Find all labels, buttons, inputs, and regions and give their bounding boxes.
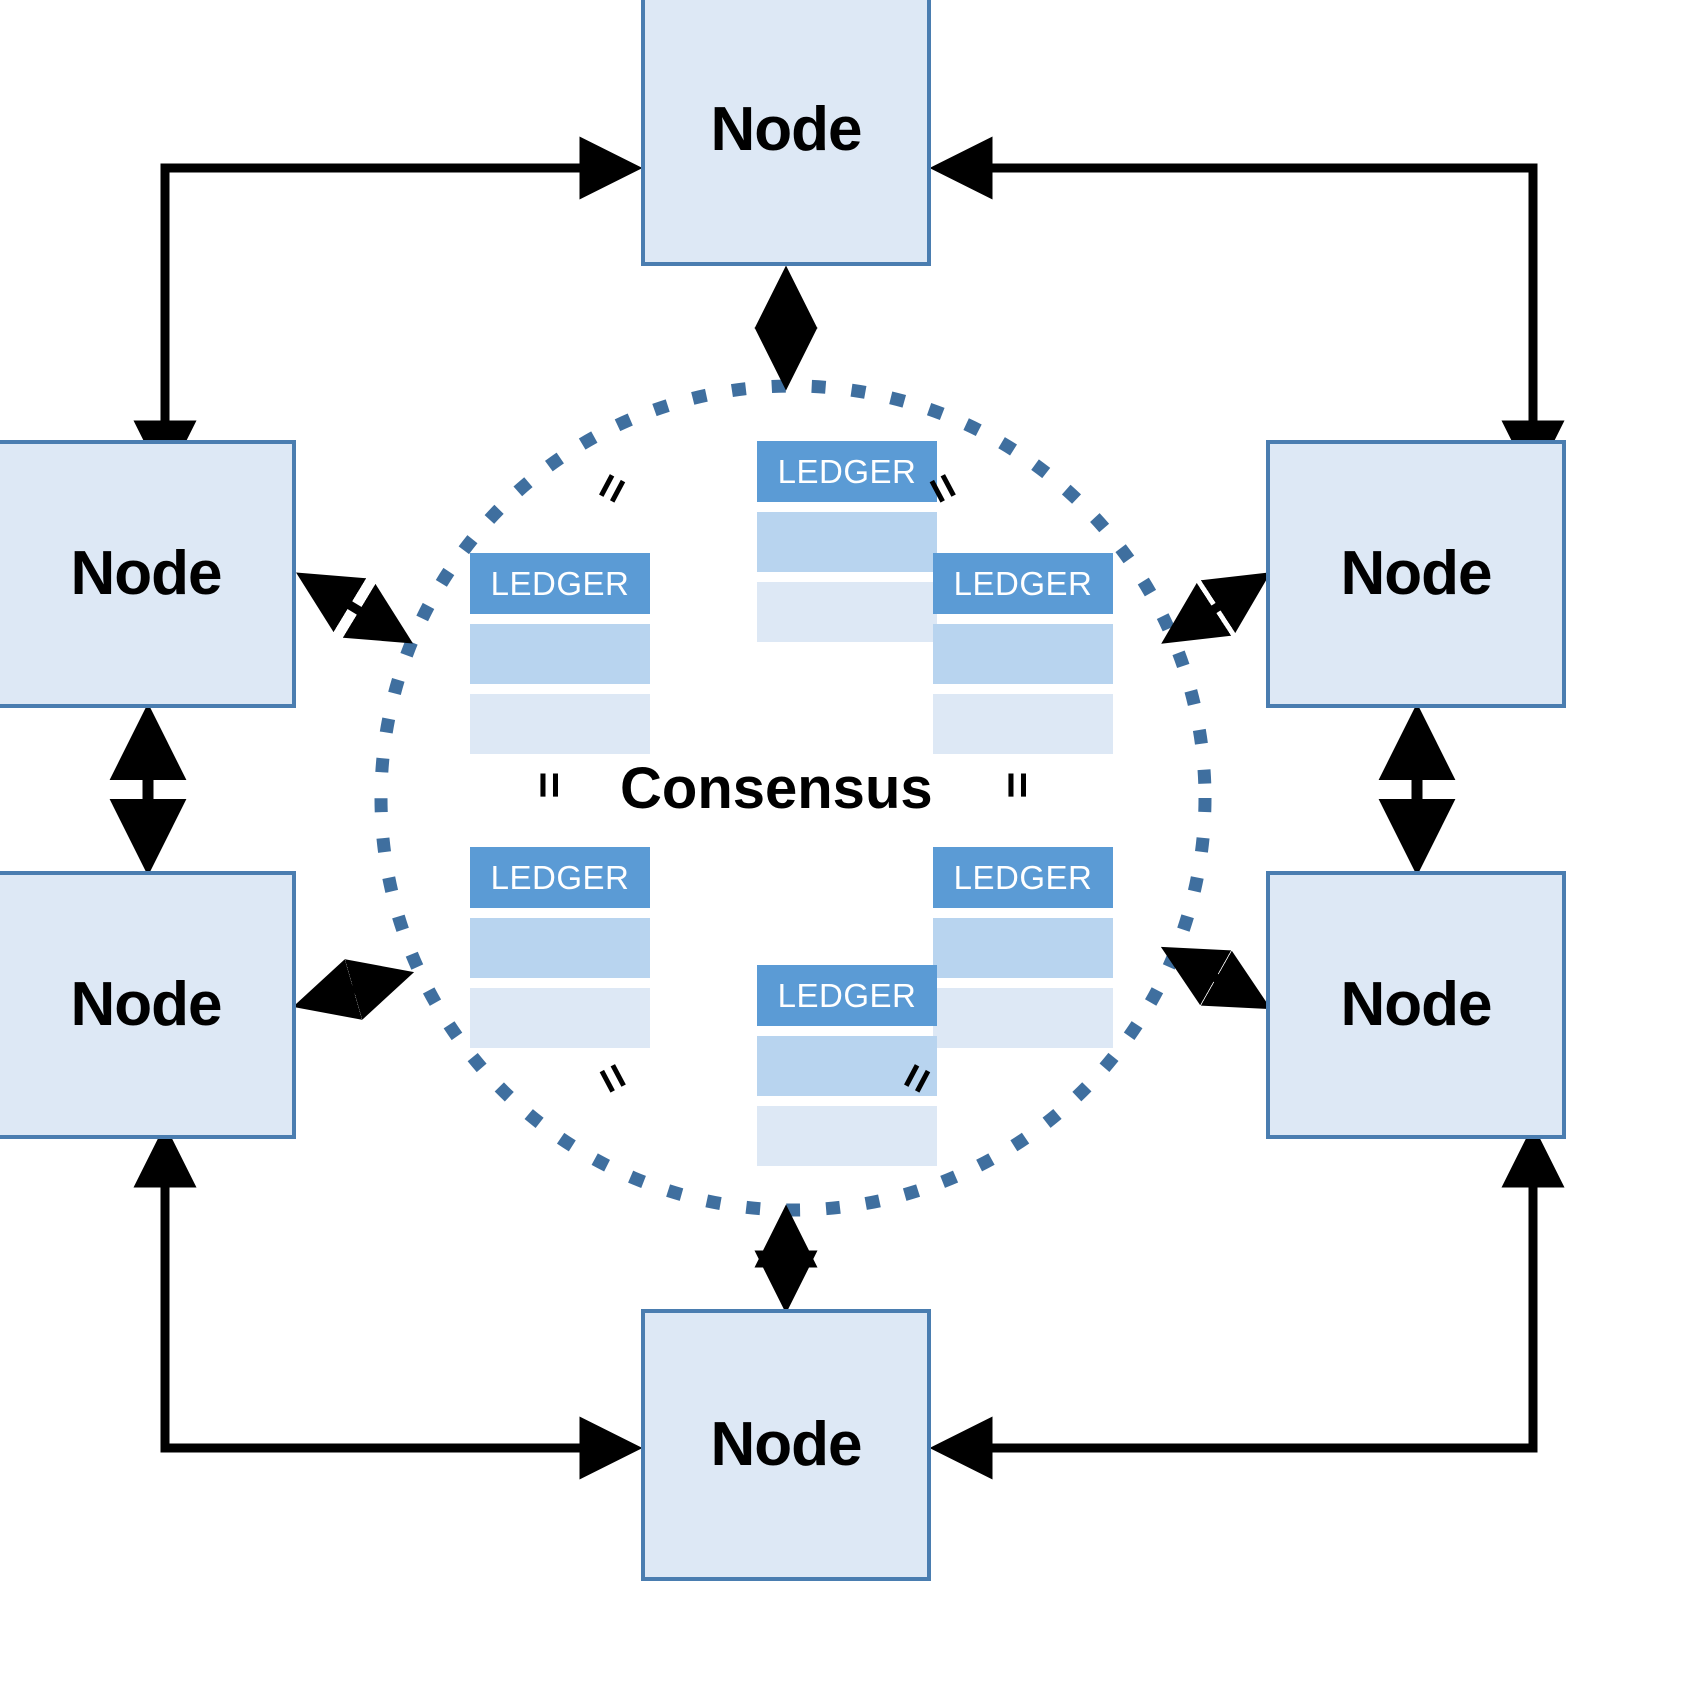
ledger-lower-left[interactable]: LEDGER [470,847,650,1048]
ledger-row [757,1106,937,1166]
wire-left-upper-to-top [133,136,643,484]
ledger-header: LEDGER [470,553,650,614]
wire-left-upper-to-circle [296,572,413,644]
equals-mark-mid-right: = [990,771,1043,799]
node-left-lower[interactable]: Node [0,871,296,1139]
wire-left-lower-to-circle [292,959,415,1020]
node-top[interactable]: Node [641,0,931,266]
ledger-bottom[interactable]: LEDGER [757,965,937,1166]
ledger-header: LEDGER [757,441,937,502]
wire-right-upper-to-circle [1161,572,1271,644]
node-bottom[interactable]: Node [641,1309,931,1581]
equals-mark-top-left: = [582,463,641,513]
node-right-upper[interactable]: Node [1266,440,1566,708]
node-label: Node [70,970,223,1039]
equals-mark-bottom-left: = [584,1053,643,1103]
ledger-row [470,694,650,754]
ledger-header: LEDGER [933,847,1113,908]
ledger-row [933,918,1113,978]
ledger-header: LEDGER [470,847,650,908]
ledger-row [470,988,650,1048]
wire-left-lower-to-bottom [133,1124,643,1480]
ledger-row [757,582,937,642]
wire-right-lower-to-circle [1160,946,1272,1010]
ledger-upper-left[interactable]: LEDGER [470,553,650,754]
equals-mark-mid-left: = [522,771,575,799]
ledger-header: LEDGER [757,965,937,1026]
node-left-upper[interactable]: Node [0,440,296,708]
node-label: Node [70,539,223,608]
node-label: Node [1340,539,1493,608]
ledger-row [757,512,937,572]
ledger-top[interactable]: LEDGER [757,441,937,642]
consensus-label: Consensus [620,756,933,821]
ledger-upper-right[interactable]: LEDGER [933,553,1113,754]
ledger-row [933,624,1113,684]
ledger-row [757,1036,937,1096]
node-label: Node [710,1410,863,1479]
node-label: Node [1340,970,1493,1039]
ledger-row [933,988,1113,1048]
ledger-row [470,624,650,684]
wire-right-lower-to-bottom [929,1124,1565,1480]
ledger-row [933,694,1113,754]
ledger-row [470,918,650,978]
ledger-lower-right[interactable]: LEDGER [933,847,1113,1048]
ledger-header: LEDGER [933,553,1113,614]
node-label: Node [710,95,863,164]
wire-right-upper-to-top [929,136,1565,484]
node-right-lower[interactable]: Node [1266,871,1566,1139]
